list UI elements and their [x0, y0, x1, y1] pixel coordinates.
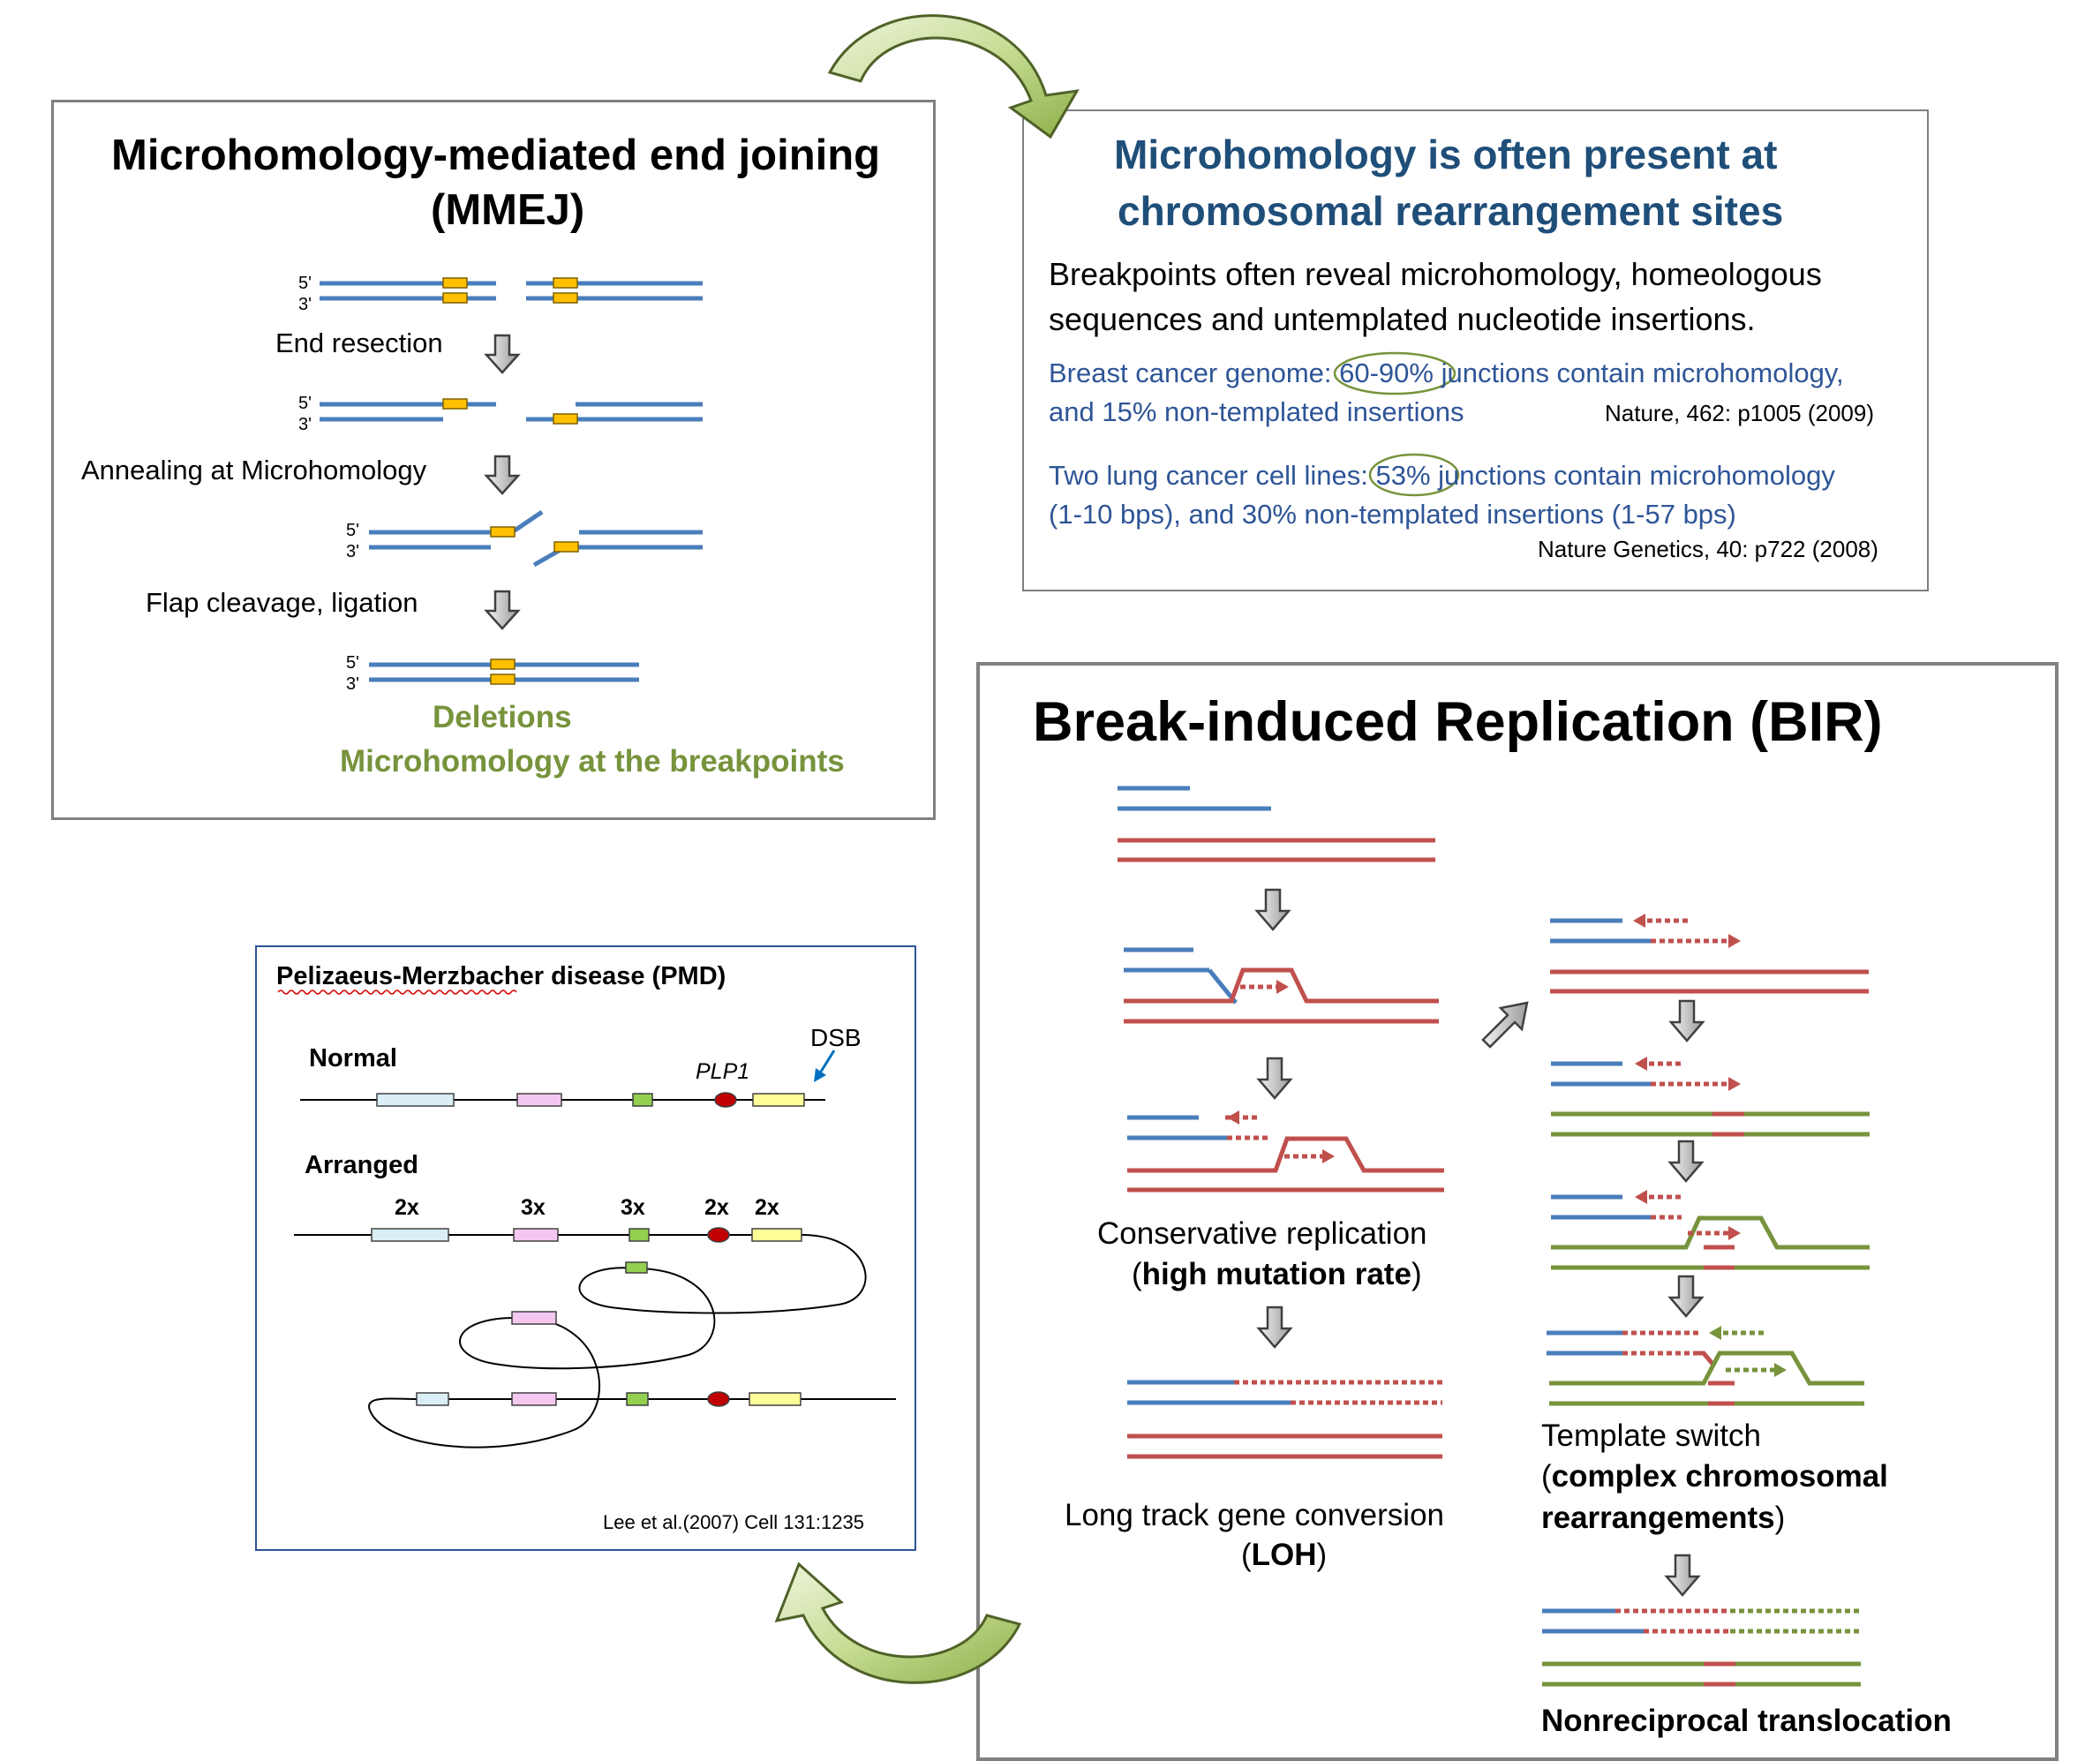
paren-close: ) [1316, 1538, 1328, 1572]
pmd-reference: Lee et al.(2007) Cell 131:1235 [603, 1511, 864, 1533]
pmd-copy-label: 2x [704, 1195, 729, 1220]
evidence-item-breast-pct: 60-90% [1339, 357, 1434, 388]
down-arrow-icon [484, 590, 521, 630]
bir-ts-stage-2 [1551, 1057, 1870, 1137]
bir-title: Break-induced Replication (BIR) [1033, 691, 1883, 753]
evidence-item-lung: Two lung cancer cell lines: 53% junction… [1049, 460, 1835, 492]
evidence-item-lung-pct: 53% [1375, 460, 1431, 491]
paren-open: ( [1541, 1459, 1552, 1494]
bir-ts-stage-4 [1547, 1326, 1864, 1406]
prime-label: 5' [346, 521, 359, 540]
dsb-arrowhead [814, 1068, 826, 1082]
prime-label: 3' [346, 542, 359, 561]
prime-label: 5' [298, 394, 312, 413]
bir-ts-stage-3 [1551, 1190, 1870, 1270]
evidence-item-lung-line2: (1-10 bps), and 30% non-templated insert… [1049, 499, 1736, 530]
mmej-step-resection: End resection [275, 327, 443, 358]
evidence-item-lung-post: junctions contain microhomology [1430, 460, 1835, 491]
pmd-gene-label: PLP1 [696, 1059, 750, 1084]
down-arrow-icon [484, 455, 521, 495]
down-arrow-icon [1668, 999, 1705, 1042]
paren-close: ) [1411, 1257, 1422, 1291]
mmej-title: Microhomology-mediated end joining [111, 132, 881, 179]
bir-nrt-stage [1542, 1608, 1861, 1687]
dsb-arrow [819, 1050, 836, 1072]
mmej-panel [51, 100, 936, 820]
bir-high-mutation: high mutation rate [1141, 1257, 1411, 1291]
down-arrow-icon [1667, 1140, 1705, 1183]
bir-stage-2 [1124, 947, 1439, 1024]
pmd-dsb-label: DSB [810, 1024, 862, 1051]
mmej-result-deletions: Deletions [433, 700, 572, 734]
bir-nonreciprocal-label: Nonreciprocal translocation [1541, 1704, 1952, 1738]
bir-loh: LOH [1251, 1538, 1317, 1572]
down-arrow-icon [1254, 888, 1291, 931]
pmd-copy-label: 2x [755, 1195, 779, 1220]
evidence-item-lung-pre: Two lung cancer cell lines: [1049, 460, 1376, 491]
evidence-title-line2: chromosomal rearrangement sites [1118, 188, 1784, 234]
bir-template-switch-detail-line2: rearrangements) [1541, 1501, 1785, 1536]
evidence-item-breast: Breast cancer genome: 60-90% junctions c… [1049, 357, 1844, 389]
bir-panel [976, 662, 2059, 1761]
pmd-copy-label: 2x [395, 1195, 419, 1220]
prime-label: 3' [298, 295, 312, 314]
pmd-gene-blocks [371, 1092, 805, 1407]
bir-ltgc-label: Long track gene conversion [1065, 1498, 1444, 1532]
bir-conservative-detail: (high mutation rate) [1132, 1257, 1422, 1292]
spellcheck-underline [277, 990, 517, 995]
prime-label: 3' [298, 415, 312, 434]
pmd-normal-label: Normal [309, 1044, 397, 1072]
evidence-title: Microhomology is often present at [1114, 132, 1778, 177]
evidence-item-breast-line2: and 15% non-templated insertions [1049, 396, 1464, 427]
bir-stage-1 [1118, 786, 1435, 862]
evidence-panel [1022, 109, 1929, 591]
paren-close: ) [1774, 1501, 1786, 1535]
pmd-arranged-label: Arranged [305, 1151, 418, 1179]
pmd-copy-label: 3x [621, 1195, 645, 1220]
evidence-ref-genetics: Nature Genetics, 40: p722 (2008) [1538, 536, 1878, 562]
highlight-oval [1368, 453, 1460, 497]
diagonal-arrow-icon [1481, 1001, 1529, 1049]
highlight-oval [1333, 351, 1456, 395]
down-arrow-icon [1667, 1275, 1705, 1318]
mmej-step-ligation: Flap cleavage, ligation [146, 587, 418, 618]
paren-open: ( [1132, 1257, 1142, 1291]
down-arrow-icon [1664, 1554, 1701, 1597]
prime-label: 5' [346, 653, 359, 673]
mmej-result-microhomology: Microhomology at the breakpoints [340, 744, 845, 779]
down-arrow-icon [1256, 1057, 1293, 1100]
bir-ltgc-detail: (LOH) [1241, 1538, 1327, 1573]
bir-ts-stage-1 [1550, 914, 1869, 994]
prime-label: 3' [346, 674, 359, 694]
curved-arrow-icon [774, 1562, 1022, 1684]
mmej-dna-diagram [320, 277, 703, 685]
curved-arrow-icon [827, 14, 1080, 139]
pmd-panel [255, 945, 916, 1551]
evidence-body-line2: sequences and untemplated nucleotide ins… [1049, 301, 1756, 337]
evidence-item-breast-post: junctions contain microhomology, [1433, 357, 1844, 388]
bir-conservative-label: Conservative replication [1097, 1216, 1427, 1251]
down-arrow-icon [1256, 1306, 1293, 1349]
evidence-ref-nature: Nature, 462: p1005 (2009) [1605, 400, 1874, 426]
down-arrow-icon [484, 334, 521, 374]
mmej-step-annealing: Annealing at Microhomology [81, 455, 427, 485]
bir-stage-4 [1127, 1380, 1442, 1459]
bir-rearrangements: rearrangements [1541, 1501, 1775, 1535]
evidence-body: Breakpoints often reveal microhomology, … [1049, 256, 1822, 292]
evidence-item-breast-pre: Breast cancer genome: [1049, 357, 1340, 388]
bir-template-switch-label: Template switch [1541, 1419, 1761, 1453]
bir-stage-3 [1127, 1110, 1444, 1193]
pmd-copy-label: 3x [521, 1195, 546, 1220]
bir-complex-rearrangements: complex chromosomal [1551, 1459, 1888, 1494]
prime-label: 5' [298, 274, 312, 293]
paren-open: ( [1241, 1538, 1252, 1572]
pmd-title: Pelizaeus-Merzbacher disease (PMD) [276, 962, 726, 990]
mmej-title-abbrev: (MMEJ) [431, 186, 585, 234]
bir-template-switch-detail: (complex chromosomal [1541, 1459, 1888, 1494]
